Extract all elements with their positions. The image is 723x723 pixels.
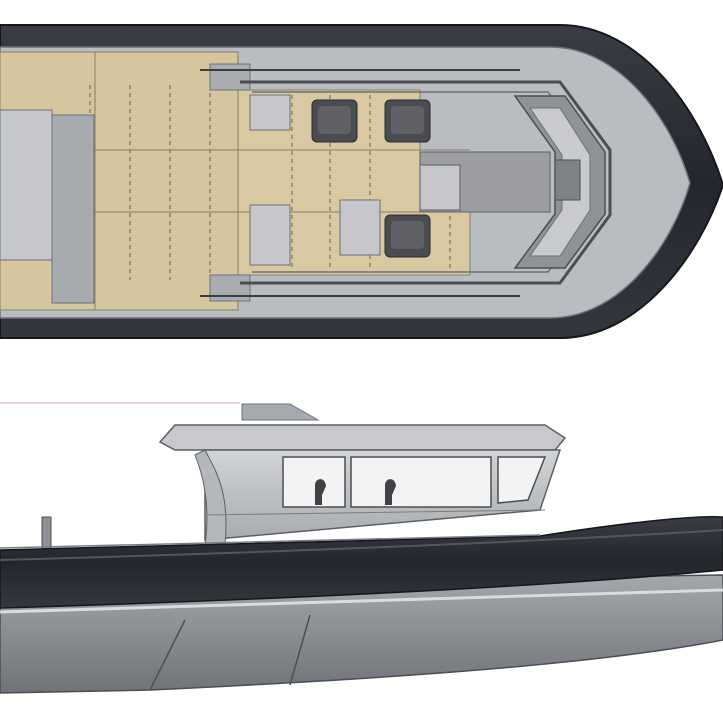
plan-seat-3 bbox=[384, 214, 431, 258]
profile-tube-highlight bbox=[0, 529, 723, 561]
plan-bench-block-top bbox=[249, 94, 291, 131]
plan-rail-top bbox=[209, 63, 251, 91]
profile-hull-strake-1 bbox=[0, 588, 723, 614]
profile-hull bbox=[0, 574, 723, 694]
plan-bench-block-bottom bbox=[249, 204, 291, 266]
plan-rail-bottom bbox=[209, 274, 251, 302]
plan-cabin-frame bbox=[240, 80, 612, 285]
plan-aft-locker bbox=[51, 114, 95, 304]
plan-seat-2 bbox=[384, 99, 431, 143]
plan-dash bbox=[554, 159, 581, 201]
profile-hull-panel-2 bbox=[289, 614, 311, 686]
plan-helm-column bbox=[419, 164, 461, 211]
profile-window-2 bbox=[350, 456, 492, 508]
profile-roof-antenna bbox=[241, 403, 320, 421]
profile-cabin-panel-line bbox=[204, 509, 546, 516]
plan-aft-locker-left bbox=[0, 109, 53, 261]
profile-deck-edge bbox=[0, 534, 541, 549]
plan-view bbox=[0, 24, 723, 339]
profile-seat-1 bbox=[315, 479, 326, 505]
plan-seat-1 bbox=[311, 99, 358, 143]
profile-view bbox=[0, 402, 723, 694]
profile-window-1 bbox=[282, 456, 346, 508]
profile-seat-2 bbox=[385, 479, 396, 505]
profile-hull-panel-1 bbox=[149, 619, 186, 691]
profile-window-windshield bbox=[497, 456, 547, 504]
plan-bench-block-mid bbox=[339, 199, 381, 256]
profile-cabin-roof bbox=[158, 424, 567, 451]
